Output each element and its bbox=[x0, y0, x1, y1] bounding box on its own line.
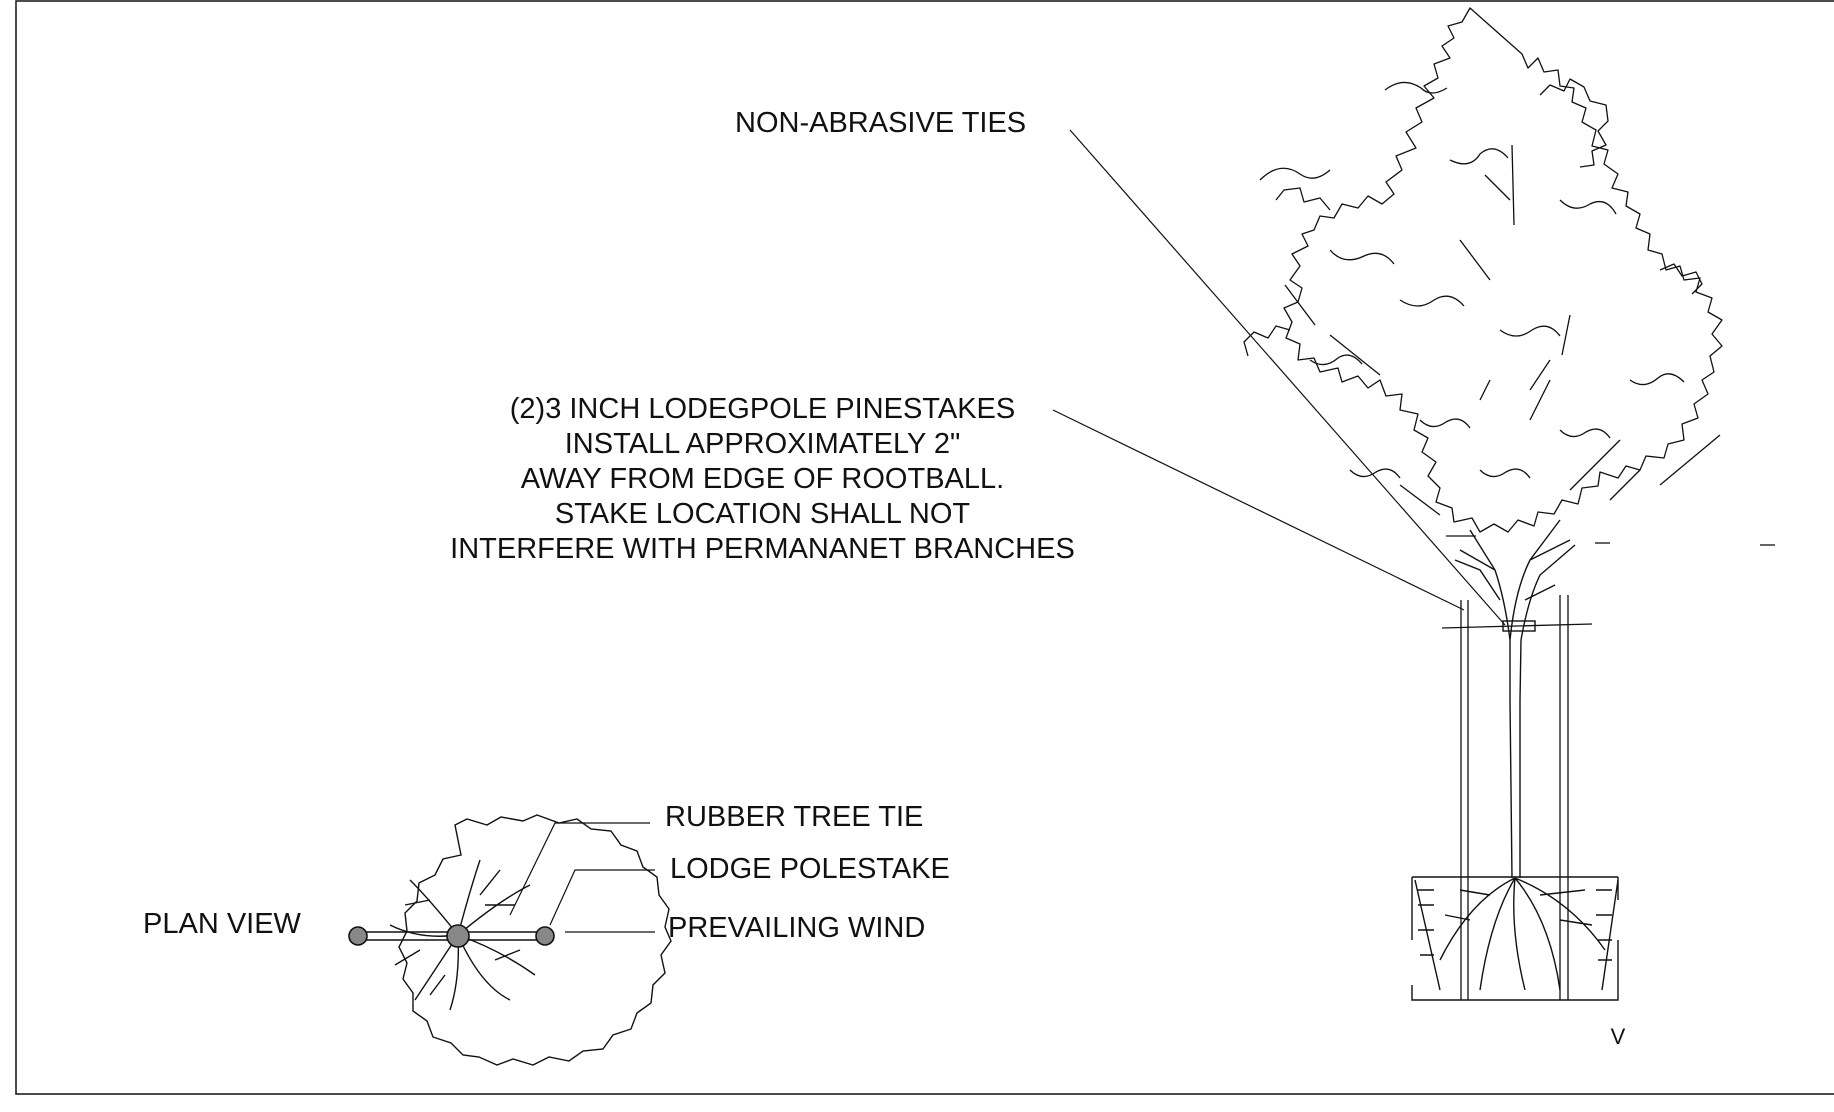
tree-branches bbox=[1284, 144, 1721, 516]
stakes-note-line-5: INTERFERE WITH PERMANANET BRANCHES bbox=[450, 533, 1075, 565]
small-mark: V bbox=[1611, 1024, 1626, 1049]
tree-tie bbox=[1502, 620, 1536, 632]
plan-view-stakes bbox=[348, 924, 555, 948]
tree-canopy bbox=[1243, 7, 1723, 533]
label-rubber-tree-tie: RUBBER TREE TIE bbox=[665, 801, 924, 833]
rootball bbox=[1411, 876, 1619, 1001]
stakes-note-line-3: AWAY FROM EDGE OF ROOTBALL. bbox=[520, 463, 1005, 495]
stakes-note-line-4: STAKE LOCATION SHALL NOT bbox=[554, 498, 971, 530]
stakes-note-line-1: (2)3 INCH LODEGPOLE PINESTAKES bbox=[509, 393, 1016, 425]
plan-view-leaders bbox=[509, 822, 655, 933]
label-non-abrasive-ties: NON-ABRASIVE TIES bbox=[735, 107, 1027, 139]
label-prevailing-wind: PREVAILING WIND bbox=[668, 912, 926, 944]
label-stakes-note: (2)3 INCH LODEGPOLE PINESTAKES INSTALL A… bbox=[425, 392, 1100, 567]
tree-trunk bbox=[1454, 519, 1576, 879]
sheet-border bbox=[15, 0, 1834, 1095]
leader-stakes bbox=[1052, 409, 1465, 611]
plan-view-rootball bbox=[389, 814, 672, 1066]
leader-ties bbox=[1069, 129, 1506, 626]
label-lodge-polestake: LODGE POLESTAKE bbox=[670, 853, 950, 885]
label-plan-view: PLAN VIEW bbox=[143, 908, 301, 940]
stakes-note-line-2: INSTALL APPROXIMATELY 2" bbox=[564, 428, 961, 460]
support-stakes bbox=[1441, 535, 1775, 1000]
